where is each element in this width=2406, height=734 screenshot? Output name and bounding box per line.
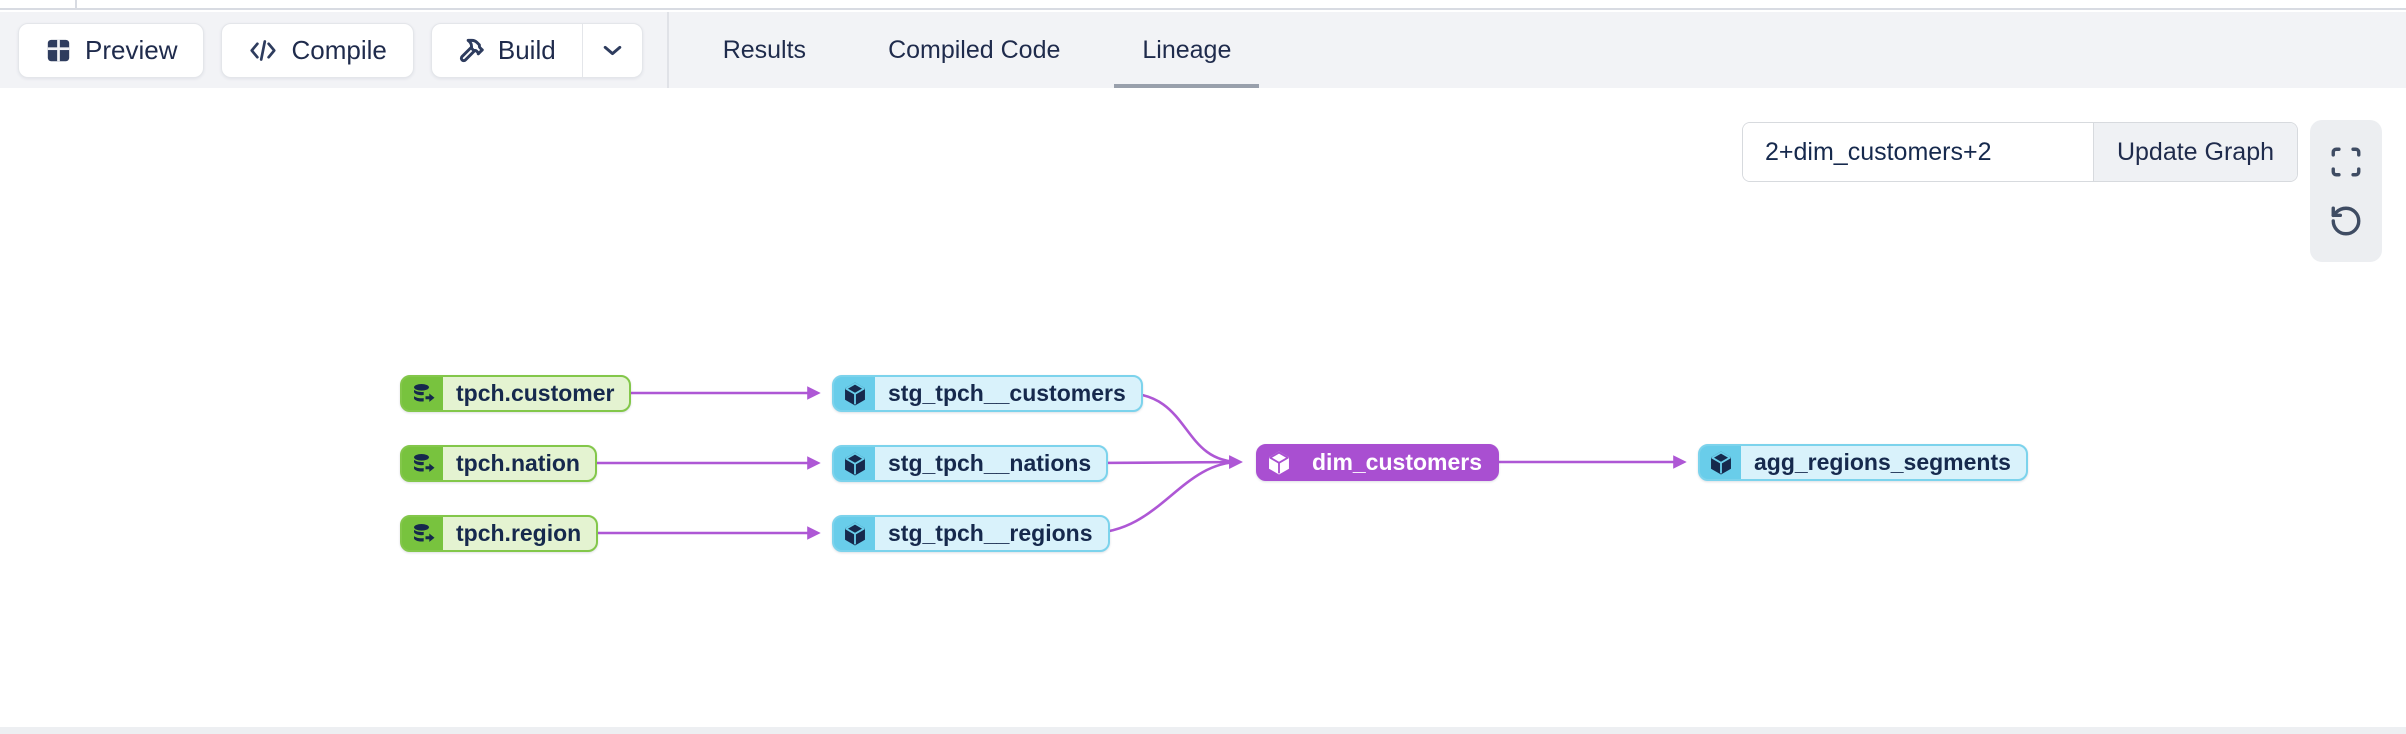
tab-results-label: Results — [722, 35, 807, 64]
update-graph-button[interactable]: Update Graph — [2093, 123, 2297, 181]
compile-button[interactable]: Compile — [221, 22, 414, 78]
lineage-node-dim-customers[interactable]: dim_customers — [1256, 444, 1500, 481]
tab-lineage[interactable]: Lineage — [1114, 12, 1260, 88]
model-selector-input[interactable] — [1743, 123, 2093, 181]
build-split-button: Build — [430, 22, 643, 78]
node-label: stg_tpch__nations — [875, 447, 1107, 480]
database-icon — [402, 377, 443, 410]
lineage-node-tpch-customer[interactable]: tpch.customer — [400, 375, 632, 412]
table-grid-icon — [47, 39, 70, 61]
tab-lineage-label: Lineage — [1142, 35, 1232, 64]
lineage-node-agg-regions-segments[interactable]: agg_regions_segments — [1698, 444, 2028, 481]
editor-tab-bar-remnant — [0, 0, 2406, 10]
preview-button-label: Preview — [85, 34, 178, 65]
cube-icon — [834, 447, 875, 480]
cube-icon — [1258, 446, 1299, 479]
node-label: agg_regions_segments — [1741, 446, 2026, 479]
lineage-node-tpch-region[interactable]: tpch.region — [400, 515, 599, 552]
tab-compiled-code[interactable]: Compiled Code — [860, 12, 1088, 88]
database-icon — [402, 447, 443, 480]
lineage-selector-combo: Update Graph — [1742, 122, 2298, 182]
graph-control-panel — [2310, 120, 2382, 262]
bottom-panel-edge — [0, 727, 2406, 734]
chevron-down-icon — [603, 45, 621, 55]
reset-icon[interactable] — [2329, 204, 2363, 238]
build-button-label: Build — [497, 34, 556, 65]
lineage-node-stg-tpch-customers[interactable]: stg_tpch__customers — [832, 375, 1143, 412]
tab-divider — [75, 0, 77, 10]
lineage-canvas[interactable] — [0, 88, 2406, 727]
ide-toolbar: Preview Compile Build — [0, 12, 2406, 88]
toolbar-divider — [666, 12, 669, 88]
node-label: tpch.nation — [443, 447, 595, 480]
result-tabs: Results Compiled Code Lineage — [695, 12, 1260, 88]
hammer-icon — [459, 38, 484, 62]
action-buttons: Preview Compile Build — [0, 22, 643, 78]
build-dropdown-toggle[interactable] — [581, 23, 642, 77]
compile-button-label: Compile — [291, 34, 387, 65]
fullscreen-icon[interactable] — [2329, 145, 2363, 179]
cube-icon — [834, 517, 875, 550]
node-label: tpch.region — [443, 517, 597, 550]
database-icon — [402, 517, 443, 550]
node-label: dim_customers — [1299, 446, 1498, 479]
lineage-node-stg-tpch-nations[interactable]: stg_tpch__nations — [832, 445, 1109, 482]
node-label: tpch.customer — [443, 377, 630, 410]
node-label: stg_tpch__regions — [875, 517, 1108, 550]
preview-button[interactable]: Preview — [18, 22, 205, 78]
node-label: stg_tpch__customers — [875, 377, 1141, 410]
code-icon — [250, 39, 277, 61]
cube-icon — [834, 377, 875, 410]
cube-icon — [1700, 446, 1741, 479]
lineage-node-stg-tpch-regions[interactable]: stg_tpch__regions — [832, 515, 1110, 552]
lineage-node-tpch-nation[interactable]: tpch.nation — [400, 445, 597, 482]
tab-compiled-code-label: Compiled Code — [888, 35, 1061, 64]
tab-results[interactable]: Results — [695, 12, 834, 88]
build-button[interactable]: Build — [432, 24, 582, 77]
